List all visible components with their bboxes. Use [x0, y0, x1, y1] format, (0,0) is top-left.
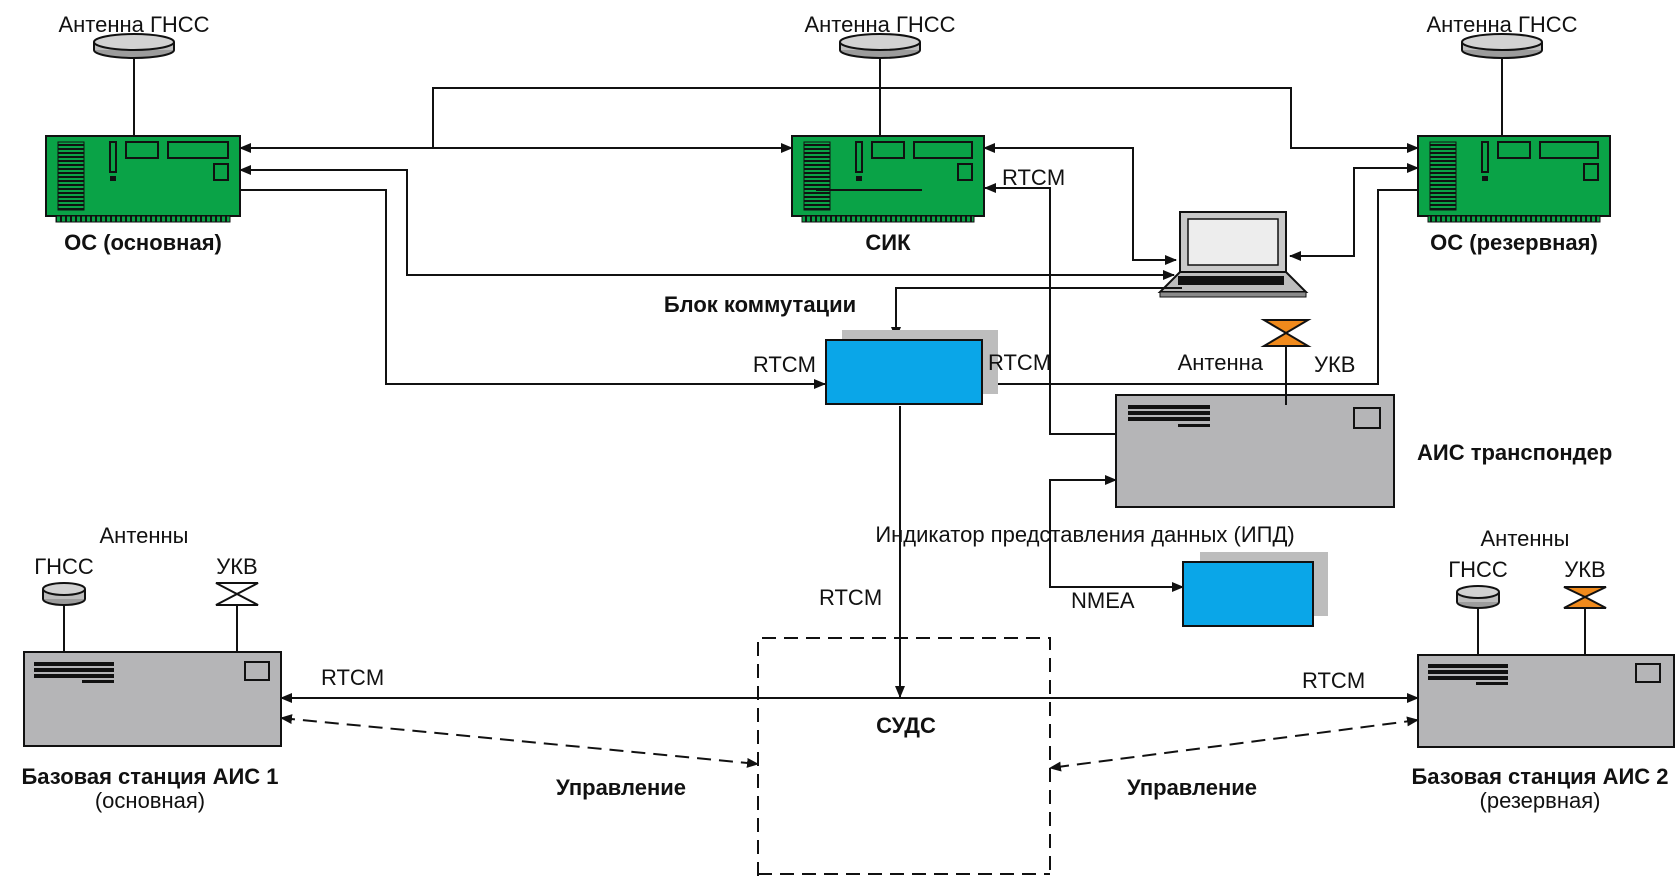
label-base-station-1: Базовая станция АИС 1: [21, 764, 278, 789]
link-control-1: [280, 714, 759, 768]
receiver-os-reserve: [1417, 135, 1611, 223]
label-transponder-vhf: УКВ: [1314, 352, 1355, 377]
link-top-bus-os-reserve: [432, 87, 1419, 153]
label-display-indicator: Индикатор представления данных (ИПД): [875, 522, 1294, 547]
label-gnss-bs2: ГНСС: [1448, 557, 1508, 582]
link-transponder-display: [1049, 475, 1184, 592]
label-transponder-antenna: Антенна: [1178, 350, 1264, 375]
base-station-1: [23, 651, 282, 747]
receiver-os-main: [45, 135, 241, 223]
label-gnss-bs1: ГНСС: [34, 554, 94, 579]
link-os-reserve-laptop: [1289, 163, 1419, 261]
laptop-icon: [1157, 211, 1309, 298]
label-rtcm-center: RTCM: [819, 585, 882, 610]
gnss-antenna-os-reserve: [1461, 33, 1543, 138]
label-sik: СИК: [865, 230, 911, 255]
vhf-antenna-bs1-icon: [215, 582, 259, 652]
label-suds: СУДС: [876, 713, 936, 738]
link-os-reserve-switch: [984, 189, 1418, 389]
label-control-2: Управление: [1127, 775, 1257, 800]
receiver-sik: [791, 135, 985, 223]
label-nmea: NMEA: [1071, 588, 1135, 613]
vhf-antenna-bs2-icon: [1563, 586, 1607, 664]
link-os-main-switch: [240, 189, 826, 389]
gnss-antenna-os-main: [93, 33, 175, 138]
label-ais-transponder: АИС транспондер: [1417, 440, 1612, 465]
link-laptop-switch: [891, 287, 1182, 339]
label-base-station-2: Базовая станция АИС 2: [1411, 764, 1668, 789]
label-base-station-1-sub: (основная): [95, 788, 205, 813]
ais-transponder: [1115, 343, 1395, 508]
label-antennas-bs2: Антенны: [1481, 526, 1570, 551]
label-gnss-antenna-2: Антенна ГНСС: [804, 12, 955, 37]
label-base-station-2-sub: (резервная): [1480, 788, 1601, 813]
gnss-antenna-bs2: [1456, 585, 1500, 655]
link-sik-laptop: [983, 143, 1177, 265]
base-station-2: [1417, 654, 1675, 748]
link-control-2: [1049, 716, 1419, 772]
label-control-1: Управление: [556, 775, 686, 800]
label-rtcm-switch-left: RTCM: [753, 352, 816, 377]
suds-box: [757, 637, 1051, 876]
label-antennas-bs1: Антенны: [100, 523, 189, 548]
label-os-reserve: ОС (резервная): [1430, 230, 1598, 255]
vhf-antenna-transponder-icon: [1260, 319, 1312, 347]
label-rtcm-bs2: RTCM: [1302, 668, 1365, 693]
display-indicator: [1182, 552, 1328, 627]
label-gnss-antenna-3: Антенна ГНСС: [1426, 12, 1577, 37]
label-rtcm-switch-right: RTCM: [988, 350, 1051, 375]
link-transponder-sik: [984, 183, 1116, 435]
label-rtcm-sik: RTCM: [1002, 165, 1065, 190]
label-vhf-bs1: УКВ: [216, 554, 257, 579]
label-rtcm-bs1: RTCM: [321, 665, 384, 690]
label-vhf-bs2: УКВ: [1564, 557, 1605, 582]
gnss-antenna-bs1: [42, 582, 86, 652]
label-switch-block: Блок коммутации: [664, 292, 856, 317]
label-gnss-antenna-1: Антенна ГНСС: [58, 12, 209, 37]
gnss-antenna-sik: [839, 33, 921, 138]
switch-block: [825, 330, 998, 405]
link-os-main-laptop: [239, 165, 1175, 280]
label-os-main: ОС (основная): [64, 230, 222, 255]
